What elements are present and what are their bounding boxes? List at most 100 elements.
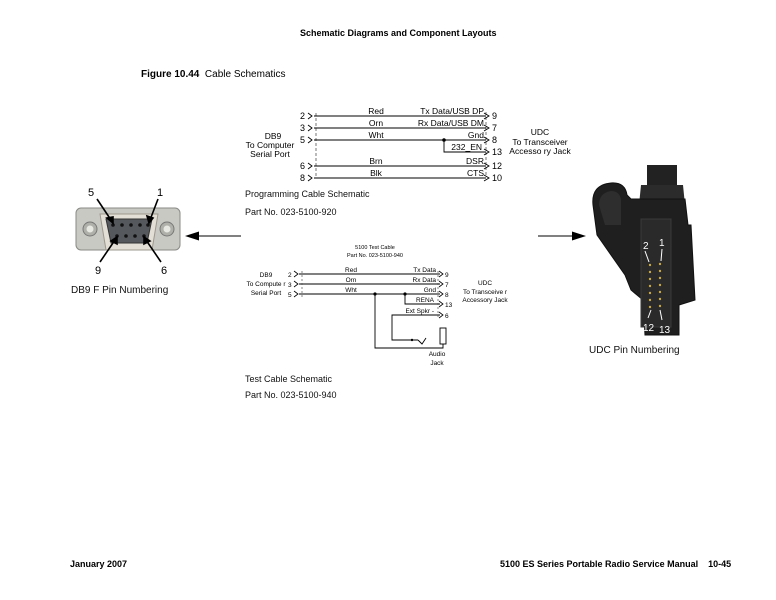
test-udc-pin: 6: [445, 313, 449, 320]
prog-junction-dot: [442, 138, 446, 142]
figure-title: Cable Schematics: [204, 69, 286, 80]
test-udc-pin: 13: [445, 302, 453, 309]
prog-udc-pin: 13: [492, 147, 502, 157]
page-header: Schematic Diagrams and Component Layouts: [300, 28, 497, 38]
test-signal: Gnd: [424, 287, 437, 294]
db9-screw-right-center: [163, 225, 171, 233]
test-junction-dot: [403, 292, 407, 296]
footer-manual-name: 5100 ES Series Portable Radio Service Ma…: [500, 559, 699, 569]
db9-pin-label-1: 1: [157, 187, 163, 199]
db9-pin9-pointer: [99, 239, 116, 263]
test-left-chevrons: [293, 270, 299, 298]
test-right-label: UDC To Transceive r Accessory Jack: [450, 280, 520, 306]
prog-udc-pin: 7: [492, 123, 497, 133]
footer-page-number: 10-45: [708, 559, 732, 569]
test-junction-dot: [410, 338, 414, 342]
udc-connector-illustration: 1 2 12 13: [592, 165, 696, 336]
prog-right-label: UDC To Transceiver Accesso ry Jack: [500, 127, 580, 157]
prog-signal: 232_EN: [451, 142, 482, 152]
db9-pin-label-6: 6: [161, 265, 167, 277]
test-cable-schematic: 5100 Test Cable Part No. 023-5100-940 DB…: [246, 245, 453, 367]
test-db9-pin: 5: [288, 292, 292, 299]
test-right-chevrons: [438, 270, 444, 319]
right-arrow-icon: [538, 231, 586, 241]
prog-signal: Gnd: [468, 130, 484, 140]
test-udc-pin: 7: [445, 282, 449, 289]
db9-caption: DB9 F Pin Numbering: [71, 285, 169, 296]
test-signal: RENA: [416, 297, 435, 304]
prog-caption: Programming Cable Schematic: [245, 189, 370, 199]
prog-wire-color: Brn: [369, 156, 383, 166]
test-part-no: Part No. 023-5100-940: [245, 390, 337, 400]
prog-db9-pin: 5: [300, 135, 305, 145]
programming-cable-schematic: DB9 To Computer Serial Port 2 3 5 6 8 Re…: [246, 106, 502, 183]
prog-signal: Rx Data/USB DM: [418, 118, 484, 128]
audio-jack-icon: [439, 327, 447, 345]
test-left-label-line1: DB9: [260, 272, 273, 279]
test-right-label-line1: UDC: [477, 280, 493, 287]
udc-pins: [648, 262, 662, 309]
figure-number: Figure 10.44: [141, 69, 200, 80]
footer-manual-title: 5100 ES Series Portable Radio Service Ma…: [500, 559, 731, 569]
prog-right-chevrons: [483, 112, 490, 182]
prog-wire-232en: [443, 140, 486, 153]
test-junction-dot: [373, 292, 377, 296]
db9-connector-illustration: 5 1 9 6: [75, 187, 181, 277]
test-wire-color: Wht: [345, 287, 357, 294]
prog-right-label-line2: To Transceiver: [512, 136, 568, 147]
db9-pin9-arrowhead: [109, 235, 118, 246]
test-left-label-line3: Serial Port: [251, 290, 282, 297]
left-arrow-icon: [185, 231, 241, 241]
audio-jack-label-line1: Audio: [429, 351, 446, 358]
test-udc-pin: 8: [445, 292, 449, 299]
prog-udc-pin: 8: [492, 135, 497, 145]
prog-wire-color: Red: [368, 106, 384, 116]
prog-right-label-line1: UDC: [530, 127, 550, 137]
udc-pin-pointers: [644, 248, 663, 321]
prog-signal: CTS: [467, 168, 484, 178]
db9-screw-left-center: [86, 225, 94, 233]
prog-right-label-line3: Accesso ry Jack: [509, 146, 571, 156]
prog-wire-color: Orn: [369, 118, 383, 128]
db9-pin1-arrowhead: [145, 214, 155, 225]
prog-left-label-line2: To Computer: [246, 140, 295, 150]
audio-jack-label-line2: Jack: [430, 360, 444, 367]
test-signal: Tx Data: [413, 267, 436, 274]
test-title-part-no: Part No. 023-5100-940: [347, 253, 403, 259]
prog-signal: Tx Data/USB DP: [420, 106, 484, 116]
udc-caption: UDC Pin Numbering: [589, 345, 680, 356]
db9-pin5-pointer: [96, 198, 112, 221]
udc-pin-label-2: 2: [643, 241, 649, 252]
prog-signal: DSR: [466, 156, 484, 166]
test-db9-pin: 3: [288, 282, 292, 289]
test-caption: Test Cable Schematic: [245, 374, 333, 384]
test-wire-ext-spkr: [391, 314, 440, 341]
udc-pin-label-12: 12: [643, 323, 655, 334]
db9-pins: [111, 223, 150, 238]
prog-left-label-line3: Serial Port: [250, 149, 290, 159]
prog-db9-pin: 6: [300, 161, 305, 171]
test-udc-pin: 9: [445, 272, 449, 279]
test-signal: Rx Data: [413, 277, 437, 284]
test-jack-tip: [417, 337, 427, 345]
prog-udc-pin: 10: [492, 173, 502, 183]
db9-pin6-arrowhead: [143, 235, 152, 246]
figure-caption: Figure 10.44 Cable Schematics: [141, 69, 286, 80]
test-right-label-line3: Accessory Jack: [462, 297, 508, 304]
prog-udc-pin: 9: [492, 111, 497, 121]
test-wire-rena: [404, 294, 440, 305]
test-wire-color: Red: [345, 267, 357, 274]
test-title: 5100 Test Cable: [355, 245, 395, 251]
prog-left-label-line1: DB9: [265, 131, 282, 141]
db9-pin6-pointer: [145, 239, 162, 263]
udc-pin-panel: [640, 218, 672, 328]
prog-wire-color: Wht: [368, 130, 384, 140]
test-left-label-line2: To Compute r: [246, 281, 286, 288]
prog-udc-pin: 12: [492, 161, 502, 171]
db9-pin5-arrowhead: [105, 216, 114, 225]
db9-pin1-pointer: [149, 198, 159, 221]
prog-db9-pin: 3: [300, 123, 305, 133]
prog-db9-pin: 8: [300, 173, 305, 183]
footer-date: January 2007: [70, 559, 128, 569]
test-signal: Ext Spkr -: [405, 308, 434, 315]
